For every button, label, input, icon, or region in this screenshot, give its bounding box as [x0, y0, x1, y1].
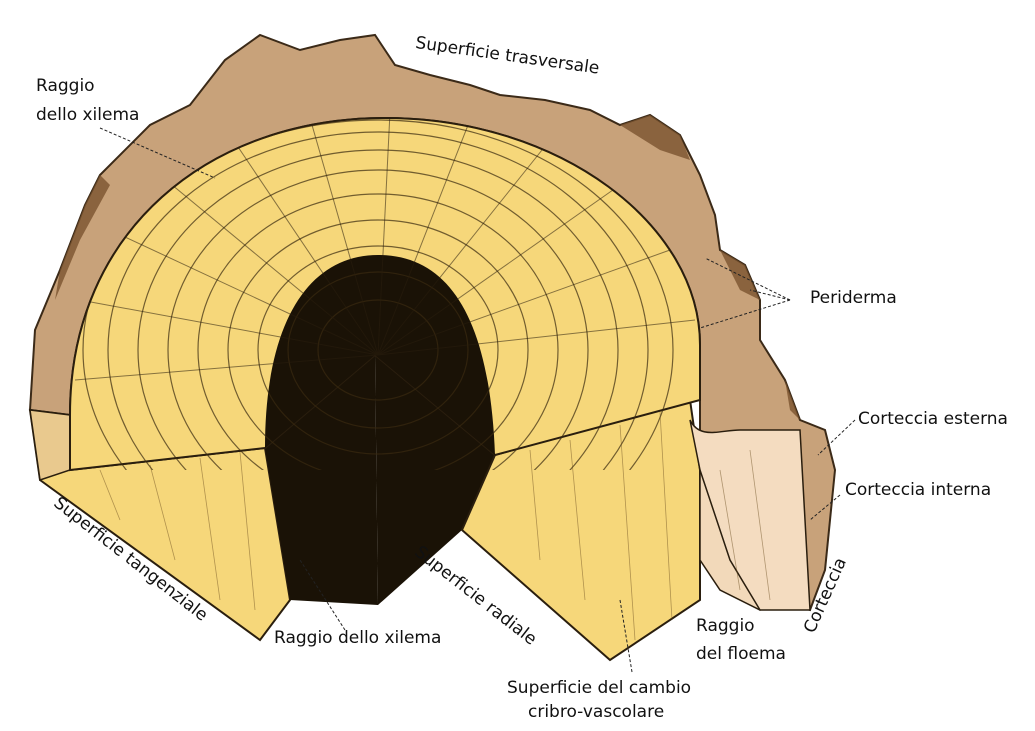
label-periderma: Periderma — [810, 288, 897, 308]
notch-left-face — [265, 355, 378, 605]
label-raggio-xilema-bottom: Raggio dello xilema — [274, 628, 442, 648]
label-raggio-floema-2: del floema — [696, 644, 786, 664]
label-cambio-2: cribro-vascolare — [528, 702, 665, 722]
grain-lines — [99, 411, 771, 641]
tangential-bark-edge — [29, 409, 71, 481]
xylem-rays — [74, 118, 696, 381]
label-corteccia-esterna: Corteccia esterna — [858, 409, 1008, 429]
notch-right-face — [375, 355, 495, 605]
label-cambio-1: Superficie del cambio — [507, 678, 692, 698]
label-corteccia-interna: Corteccia interna — [845, 480, 992, 500]
label-raggio-floema-1: Raggio — [696, 616, 755, 636]
label-raggio-xilema-top-1: Raggio — [36, 76, 95, 96]
label-raggio-xilema-top-2: dello xilema — [36, 105, 140, 125]
phloem-face — [689, 419, 811, 611]
growth-rings — [82, 119, 674, 470]
leader-lines — [99, 127, 856, 673]
